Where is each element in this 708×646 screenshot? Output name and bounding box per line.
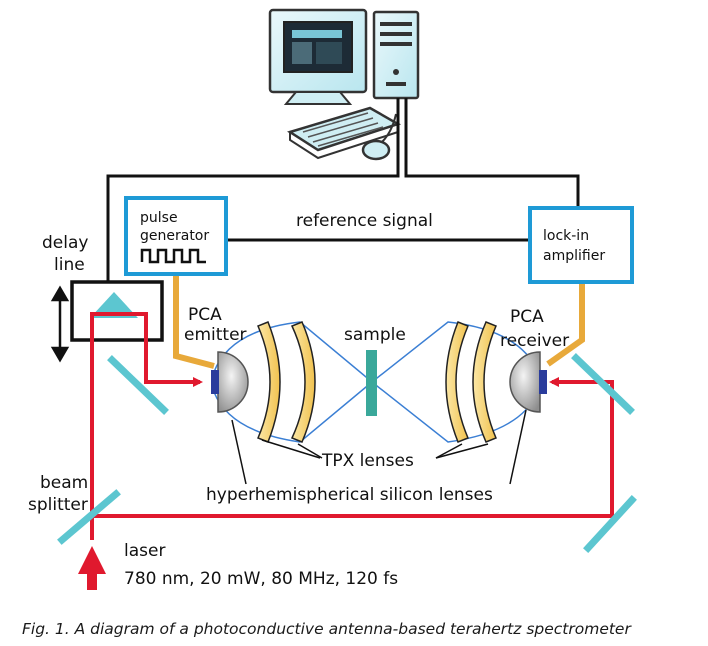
sample-plate	[366, 350, 377, 416]
laser-source-arrow	[78, 546, 106, 590]
computer-monitor-icon	[268, 8, 368, 105]
lockin-label-line2: amplifier	[543, 248, 605, 264]
beam-splitter	[57, 489, 121, 545]
pulse-generator-box: pulse generator	[124, 196, 228, 276]
computer-tower-icon	[372, 10, 420, 100]
tpx-lenses-label: TPX lenses	[321, 451, 414, 471]
silicon-lenses-label: hyperhemispherical silicon lenses	[206, 485, 493, 505]
laser-beam	[90, 312, 614, 540]
tpx-lenses-left	[257, 321, 316, 443]
pca-emitter-label-line2: emitter	[184, 325, 247, 345]
pca-receiver	[509, 351, 547, 413]
delay-line-label-line2: line	[54, 255, 85, 275]
pulse-generator-label-line2: generator	[140, 228, 209, 244]
fiber-cables	[173, 276, 585, 369]
delay-line-stage	[70, 280, 164, 342]
pca-receiver-label-line2: receiver	[500, 331, 569, 351]
laser-label-line1: laser	[124, 541, 165, 561]
tpx-lenses-right	[445, 321, 497, 443]
delay-line-arrow	[50, 285, 70, 363]
lockin-amplifier-box: lock-in amplifier	[528, 206, 634, 284]
pca-receiver-label-line1: PCA	[510, 307, 544, 327]
pca-emitter-label-line1: PCA	[188, 305, 222, 325]
reference-signal-label: reference signal	[296, 211, 433, 231]
beam-splitter-label-line1: beam	[40, 473, 88, 493]
pca-emitter	[211, 351, 249, 413]
figure-caption: Fig. 1. A diagram of a photoconductive a…	[22, 620, 632, 638]
delay-line-label-line1: delay	[42, 233, 88, 253]
pulse-generator-label-line1: pulse	[140, 210, 178, 226]
laser-label-line2: 780 nm, 20 mW, 80 MHz, 120 fs	[124, 569, 398, 589]
mirrors	[107, 353, 637, 553]
square-wave-icon	[140, 248, 206, 264]
control-wires	[106, 98, 580, 282]
sample-label: sample	[344, 325, 406, 345]
leader-lines	[231, 409, 527, 485]
mouse-icon	[361, 113, 397, 161]
beam-splitter-label-line2: splitter	[28, 495, 88, 515]
lockin-label-line1: lock-in	[543, 228, 589, 244]
